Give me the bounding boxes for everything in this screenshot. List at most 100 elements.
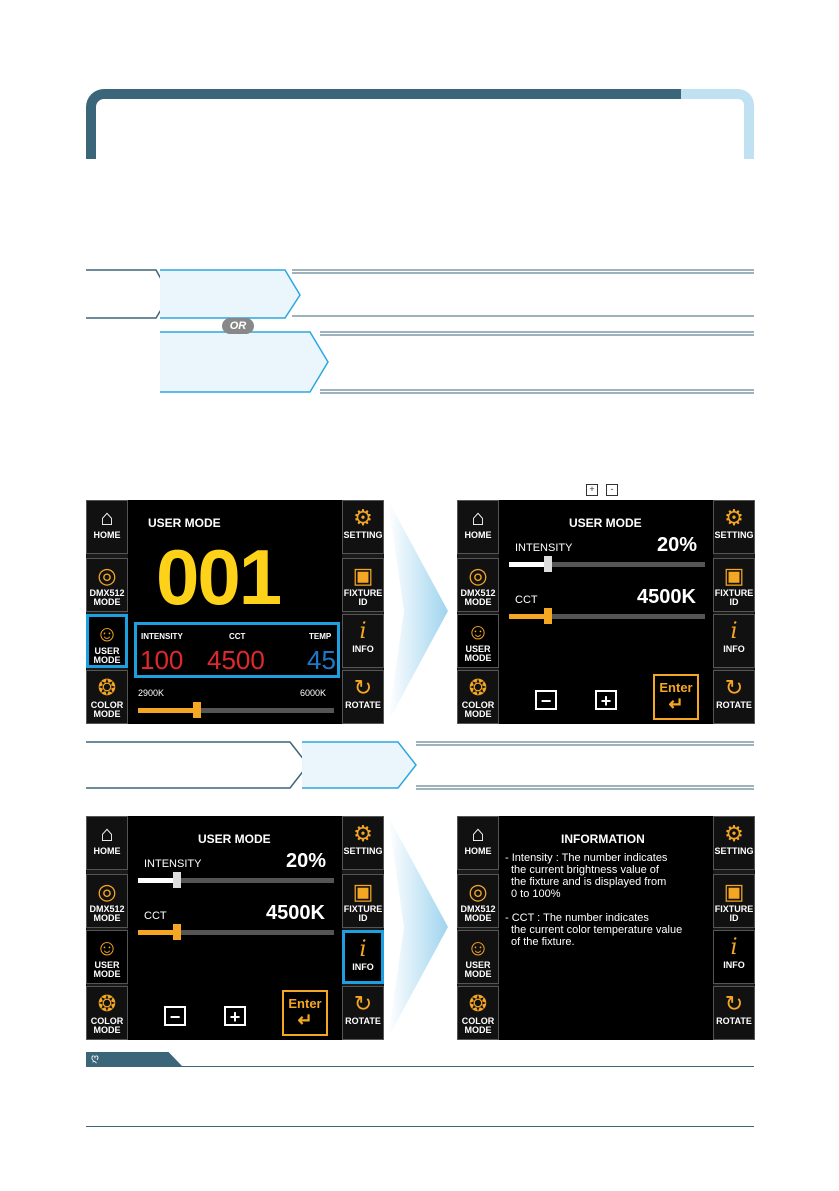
info-text-block: - Intensity : The number indicates the c… [505,852,711,948]
fixture-id-button[interactable]: ▣ FIXTURE ID [342,558,384,612]
user-label-1: USER [465,644,491,654]
intensity-slider-fill [509,562,549,567]
home-button[interactable]: ⌂ HOME [86,816,128,870]
color-mode-button[interactable]: ❂ COLOR MODE [457,670,499,724]
info-button[interactable]: i INFO [713,930,755,984]
dmx-label-1: DMX512 [460,904,496,914]
color-mode-button[interactable]: ❂ COLOR MODE [457,986,499,1040]
setting-label: SETTING [714,530,754,540]
info-button[interactable]: i INFO [342,614,384,668]
slider-thumb[interactable] [192,702,201,718]
color-wheel-icon: ❂ [468,991,488,1016]
setting-button[interactable]: ⚙ SETTING [713,500,755,554]
enter-button[interactable]: Enter ↵ [653,674,699,720]
home-button[interactable]: ⌂ HOME [86,500,128,554]
transition-arrow-bottom [388,816,448,1038]
gear-icon: ⚙ [353,821,373,846]
cct-slider-fill [509,614,549,619]
rotate-icon: ↻ [724,675,744,700]
left-sidebar: ⌂ HOME ◎ DMX512 MODE ☺ USER MODE ❂ COLOR… [86,500,128,724]
intensity-slider-fill [138,878,178,883]
page-title: USER MODE [198,832,271,846]
transition-arrow-top [388,500,448,722]
cct-slider-thumb[interactable] [544,608,553,624]
info-icon: i [730,619,738,644]
user-label-2: MODE [464,969,492,979]
rotate-button[interactable]: ↻ ROTATE [713,670,755,724]
home-button[interactable]: ⌂ HOME [457,500,499,554]
dmx-label-2: MODE [464,597,492,607]
home-label: HOME [93,530,121,540]
dmx512-mode-button[interactable]: ◎ DMX512 MODE [457,874,499,928]
intensity-value: 100 [140,645,184,675]
tiny-minus-icon: - [606,484,618,496]
home-icon: ⌂ [471,505,485,530]
cct-value: 4500K [637,586,696,608]
cct-slider[interactable] [138,924,334,940]
color-label-1: COLOR [461,700,495,710]
color-label-1: COLOR [90,700,124,710]
intensity-header: INTENSITY [141,632,183,641]
cct-label: CCT [144,910,167,922]
cct-slider[interactable] [509,608,705,624]
info-line: 0 to 100% [511,888,561,900]
enter-button[interactable]: Enter ↵ [282,990,328,1036]
intensity-slider[interactable] [509,556,705,572]
color-mode-button[interactable]: ❂ COLOR MODE [86,986,128,1040]
fixture-number: 001 [156,533,282,621]
plus-button[interactable]: + [595,690,617,710]
info-button[interactable]: i INFO [713,614,755,668]
intensity-slider-thumb[interactable] [544,556,553,572]
color-mode-button[interactable]: ❂ COLOR MODE [86,670,128,724]
color-label-2: MODE [464,709,492,719]
user-mode-button[interactable]: ☺ USER MODE [86,930,128,984]
user-icon: ☺ [466,619,490,644]
right-sidebar: ⚙ SETTING ▣ FIXTURE ID i INFO ↻ ROTATE [342,500,384,724]
setting-button[interactable]: ⚙ SETTING [342,500,384,554]
range-min-label: 2900K [138,688,165,698]
dmx512-mode-button[interactable]: ◎ DMX512 MODE [86,558,128,612]
dmx-label-1: DMX512 [89,904,125,914]
cct-range-slider[interactable] [138,702,334,718]
home-button[interactable]: ⌂ HOME [457,816,499,870]
setting-button[interactable]: ⚙ SETTING [342,816,384,870]
enter-label: Enter [659,680,693,695]
slider-fill [138,708,197,713]
fixture-label-1: FIXTURE [714,904,754,914]
info-icon: i [359,619,367,644]
rotate-button[interactable]: ↻ ROTATE [342,986,384,1040]
rotate-button[interactable]: ↻ ROTATE [713,986,755,1040]
intensity-slider-thumb[interactable] [173,872,182,888]
plus-button[interactable]: + [224,1006,246,1026]
dmx512-mode-button[interactable]: ◎ DMX512 MODE [86,874,128,928]
info-button[interactable]: i INFO [342,930,384,984]
minus-button[interactable]: − [164,1006,186,1026]
minus-button[interactable]: − [535,690,557,710]
intensity-slider[interactable] [138,872,334,888]
cct-header: CCT [229,632,246,641]
user-mode-button[interactable]: ☺ USER MODE [457,614,499,668]
fixture-id-button[interactable]: ▣ FIXTURE ID [713,874,755,928]
right-sidebar: ⚙ SETTING ▣ FIXTURE ID i INFO ↻ ROTATE [342,816,384,1040]
setting-label: SETTING [714,846,754,856]
enter-arrow-icon: ↵ [668,694,684,714]
info-line: the fixture and is displayed from [511,876,667,888]
user-icon: ☺ [466,935,490,960]
right-sidebar: ⚙ SETTING ▣ FIXTURE ID i INFO ↻ ROTATE [713,816,755,1040]
user-mode-button[interactable]: ☺ USER MODE [86,614,128,668]
fixture-id-button[interactable]: ▣ FIXTURE ID [342,874,384,928]
fixture-id-button[interactable]: ▣ FIXTURE ID [713,558,755,612]
page-title: USER MODE [569,516,642,530]
info-line: - Intensity : The number indicates [505,852,668,864]
info-icon: i [730,935,738,960]
color-label-2: MODE [93,1025,121,1035]
rotate-button[interactable]: ↻ ROTATE [342,670,384,724]
section-header-bar [86,89,754,159]
flow-diagram-middle [86,741,754,790]
fixture-label-1: FIXTURE [714,588,754,598]
note-icon: ღ [91,1053,99,1064]
user-mode-button[interactable]: ☺ USER MODE [457,930,499,984]
cct-slider-thumb[interactable] [173,924,182,940]
dmx512-mode-button[interactable]: ◎ DMX512 MODE [457,558,499,612]
setting-button[interactable]: ⚙ SETTING [713,816,755,870]
